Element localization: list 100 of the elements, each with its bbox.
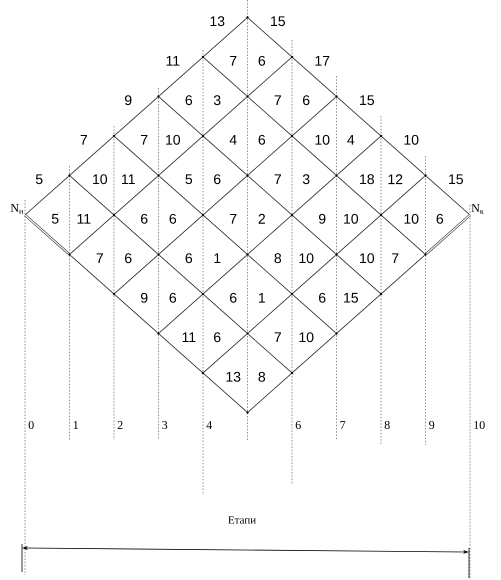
lattice-point: [246, 174, 249, 177]
lattice-point: [246, 95, 249, 98]
stage-number: 8: [384, 420, 390, 430]
connector-line: [204, 334, 247, 372]
stage-number: 3: [162, 420, 168, 430]
connector-line: [114, 97, 158, 136]
connector-line: [204, 97, 247, 136]
connector-line: [248, 374, 292, 412]
edge-label: 5: [50, 213, 60, 224]
edge-label: 9: [140, 292, 149, 304]
connector-line: [159, 334, 202, 372]
lattice-point: [112, 134, 116, 138]
edge-label: 12: [386, 174, 404, 185]
node-label: N$_{к}$: [472, 204, 484, 214]
lattice-point: [380, 214, 382, 216]
edge-label: 7: [95, 252, 104, 264]
connector-line: [204, 176, 247, 214]
connector-line: [292, 58, 336, 96]
connector-line: [292, 294, 336, 333]
connector-line: [159, 58, 202, 96]
edge-label: 4: [346, 134, 356, 146]
edge-label: 10: [402, 134, 420, 146]
edge-label: 6: [184, 252, 194, 264]
connector-line: [248, 18, 292, 56]
edge-label: 7: [273, 174, 282, 185]
stage-number: 4: [206, 421, 212, 429]
lattice-point: [380, 292, 382, 296]
edge-label: 13: [224, 371, 242, 382]
lattice-point: [246, 253, 249, 256]
edge-label: 7: [228, 55, 238, 66]
lattice-point: [290, 56, 294, 58]
edge-label: 10: [358, 252, 376, 264]
edge-label: 9: [318, 213, 327, 224]
lattice-point: [335, 332, 338, 335]
lattice-point: [202, 292, 204, 296]
edge-label: 7: [390, 252, 400, 264]
connector-line: [70, 136, 114, 175]
edge-label: 6: [318, 292, 327, 304]
connector-line: [159, 255, 202, 294]
connector-line: [382, 176, 425, 214]
connector-line: [337, 255, 380, 294]
stage-number: 2: [118, 421, 123, 429]
edge-label: 15: [358, 94, 376, 106]
edge-label: 7: [79, 134, 88, 146]
edge-label: 15: [342, 292, 360, 304]
connector-line: [292, 255, 336, 294]
edge-label: 11: [76, 213, 92, 224]
connector-line: [70, 216, 114, 254]
connector-line: [114, 216, 158, 254]
connector-line: [70, 176, 114, 214]
edge-label: 6: [302, 94, 311, 106]
connector-line: [204, 136, 247, 175]
edge-label: 11: [164, 55, 181, 66]
stage-number: 7: [340, 421, 346, 429]
edge-label: 7: [273, 94, 282, 106]
connector-line: [426, 176, 470, 216]
connector-line: [248, 58, 292, 96]
lattice-point: [68, 253, 71, 256]
node-label: N$_{н}$: [10, 204, 24, 214]
connector-line: [159, 176, 202, 214]
connector-line: [337, 136, 380, 175]
lattice-point: [290, 292, 294, 296]
connector-line: [292, 97, 336, 136]
connector-line: [204, 58, 247, 96]
edge-label: 9: [124, 94, 133, 106]
lattice-point: [202, 214, 204, 216]
connector-line: [426, 214, 471, 254]
stage-number: 1: [74, 421, 78, 429]
edge-label: 10: [91, 174, 108, 185]
connector-line: [337, 294, 380, 333]
edge-label: 7: [273, 332, 282, 343]
lattice-point: [68, 174, 71, 177]
edge-label: 10: [314, 134, 331, 146]
lattice-point: [202, 134, 204, 138]
lattice-point: [246, 16, 249, 19]
edge-label: 10: [164, 134, 182, 146]
connector-line: [70, 255, 114, 294]
edge-label: 7: [140, 134, 149, 146]
connector-line: [159, 136, 202, 175]
edge-label: 3: [212, 94, 222, 106]
edge-label: 6: [257, 134, 266, 146]
lattice-point: [246, 332, 249, 335]
edge-label: 15: [447, 174, 464, 185]
connector-line: [248, 334, 292, 372]
lattice-point: [157, 332, 160, 335]
lattice-point: [157, 95, 160, 98]
edge-label: 6: [184, 94, 194, 106]
connector-line: [159, 216, 202, 254]
edge-label: 6: [124, 252, 133, 264]
edge-label: 10: [298, 332, 315, 343]
connector-line: [204, 374, 247, 412]
connector-line: [114, 294, 158, 333]
edge-label: 6: [435, 213, 444, 224]
connector-line: [292, 334, 336, 372]
connector-line: [382, 216, 425, 254]
connector-line: [159, 294, 202, 333]
connector-line: [382, 255, 425, 294]
lattice-point: [335, 253, 338, 256]
edge-label: 11: [120, 174, 136, 185]
connector-line: [337, 216, 380, 254]
